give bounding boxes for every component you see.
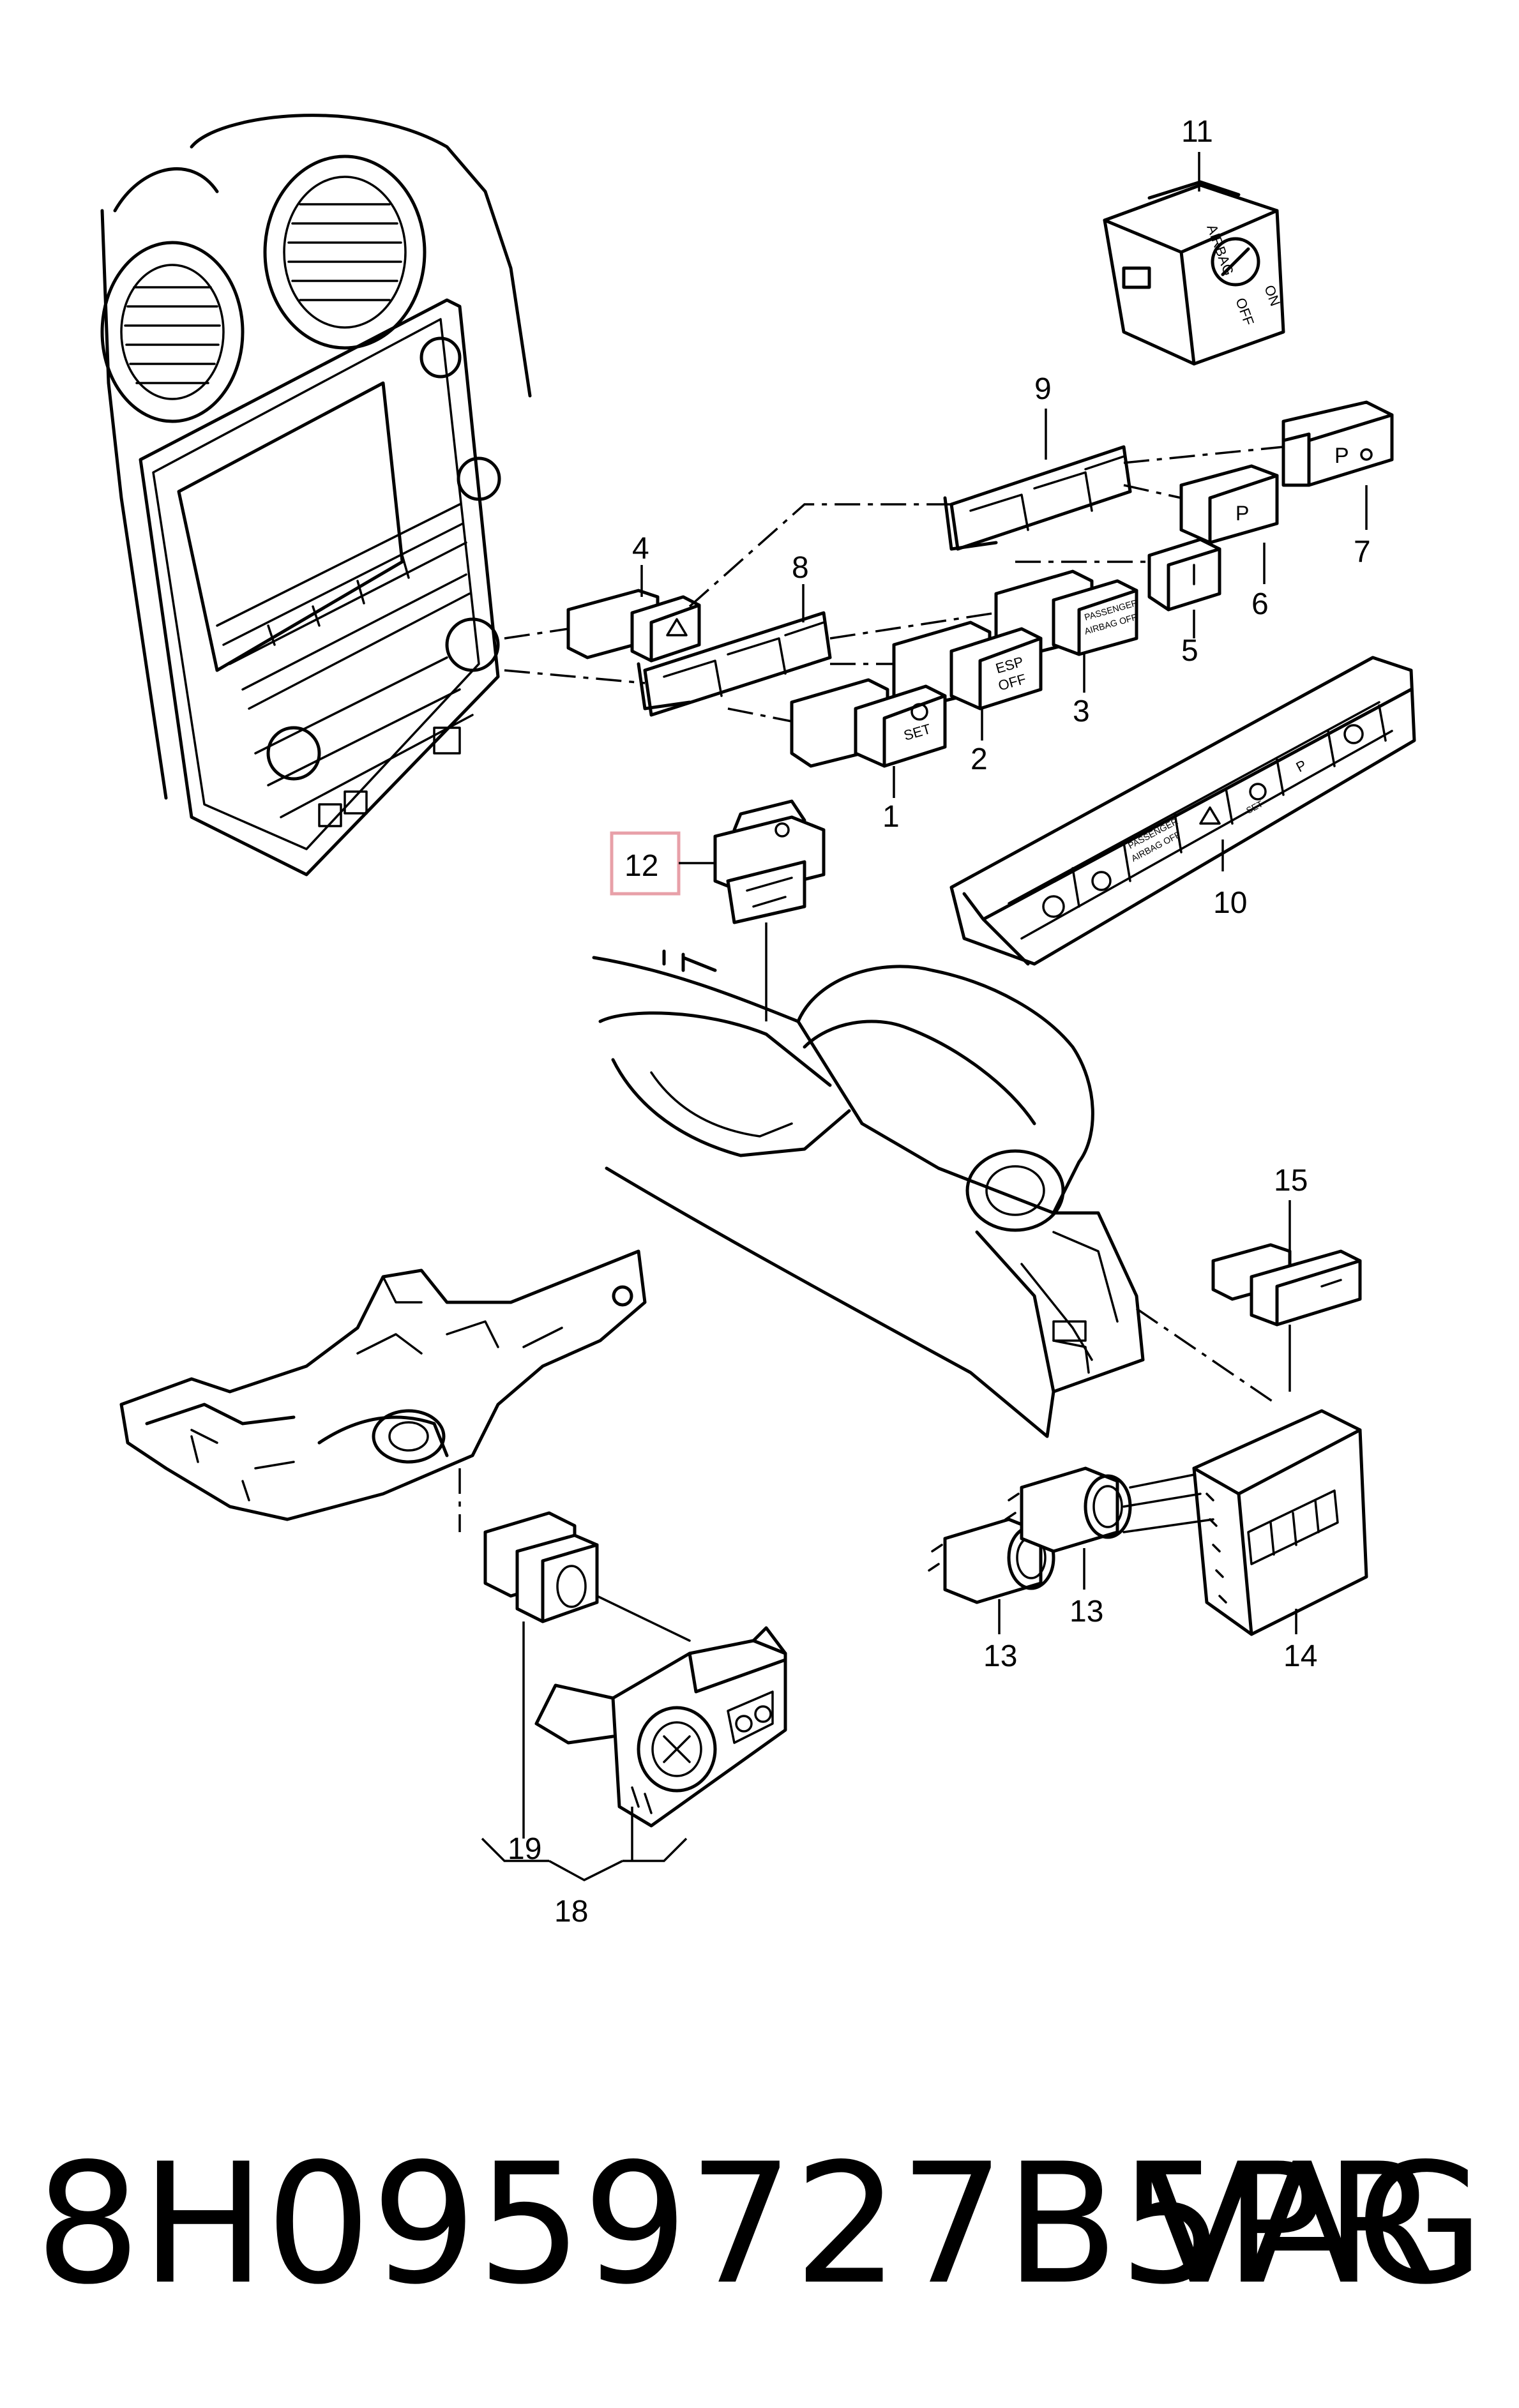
assembly-connectors-top bbox=[504, 446, 1284, 723]
part-13-rotary-switch-a: 13 bbox=[928, 1517, 1055, 1673]
part-4-hazard-switch: 4 bbox=[566, 532, 701, 663]
connector-19-18 bbox=[596, 1595, 691, 1642]
part-10-switch-panel: PASSENGER AIRBAG OFF SET P 10 bbox=[949, 656, 1416, 966]
callout-4: 4 bbox=[632, 532, 649, 566]
part-1-set-switch: SET 1 bbox=[790, 678, 947, 834]
callout-11: 11 bbox=[1181, 115, 1213, 149]
part-9-switch-bracket: 9 bbox=[943, 372, 1132, 551]
callout-13a: 13 bbox=[983, 1639, 1017, 1673]
part-8-switch-bracket: 8 bbox=[637, 551, 832, 717]
callout-1: 1 bbox=[882, 800, 900, 834]
part-13-rotary-switch-b: 13 bbox=[1004, 1466, 1132, 1629]
connector-console-14 bbox=[1136, 1307, 1278, 1406]
part-2-esp-switch: ESP OFF 2 bbox=[892, 621, 1043, 776]
callout-15: 15 bbox=[1274, 1164, 1308, 1198]
park-symbol-6: P bbox=[1236, 502, 1249, 525]
callout-19: 19 bbox=[508, 1832, 541, 1866]
part-7-park-switch: P 7 bbox=[1281, 400, 1394, 569]
callout-18: 18 bbox=[554, 1895, 588, 1929]
part-14-switch-panel: 14 bbox=[1192, 1409, 1368, 1673]
callout-13b: 13 bbox=[1069, 1595, 1103, 1629]
part-6-park-assist-switch: P 6 bbox=[1179, 464, 1279, 621]
callout-bracket-18-19 bbox=[481, 1819, 688, 1881]
brand-text: VAG bbox=[1142, 2128, 1485, 2321]
part-11-airbag-key-switch: AIRBAG OFF ON 11 bbox=[1103, 115, 1285, 366]
callout-8: 8 bbox=[792, 551, 809, 585]
callout-6: 6 bbox=[1251, 587, 1269, 621]
part-3-passenger-airbag-switch: PASSENGER AIRBAG OFF 3 bbox=[994, 569, 1139, 728]
park-symbol-7: P bbox=[1334, 444, 1349, 468]
part-5-switch: 5 bbox=[1147, 538, 1221, 668]
dashboard-center-console bbox=[100, 114, 532, 877]
part-19-switch bbox=[483, 1511, 599, 1819]
part-12-switch: 12 bbox=[610, 799, 826, 1021]
callout-9: 9 bbox=[1034, 372, 1052, 406]
callout-12: 12 bbox=[624, 849, 658, 883]
footer-part-number: 8H0959727B5PR VAG bbox=[35, 2119, 1491, 2330]
callout-5: 5 bbox=[1181, 634, 1198, 668]
callout-14: 14 bbox=[1283, 1639, 1317, 1673]
part-15-switch: 15 bbox=[1211, 1164, 1362, 1392]
center-console bbox=[592, 949, 1145, 1438]
callout-10: 10 bbox=[1213, 886, 1247, 920]
part-number-text: 8H0959727B5PR bbox=[35, 2128, 1440, 2321]
part-18-light-switch-assembly bbox=[534, 1626, 787, 1828]
callout-7: 7 bbox=[1354, 535, 1371, 569]
callout-2: 2 bbox=[971, 742, 988, 776]
connector-13-14 bbox=[1122, 1473, 1214, 1533]
callout-3: 3 bbox=[1073, 695, 1090, 728]
lower-dash-bracket bbox=[119, 1249, 647, 1521]
